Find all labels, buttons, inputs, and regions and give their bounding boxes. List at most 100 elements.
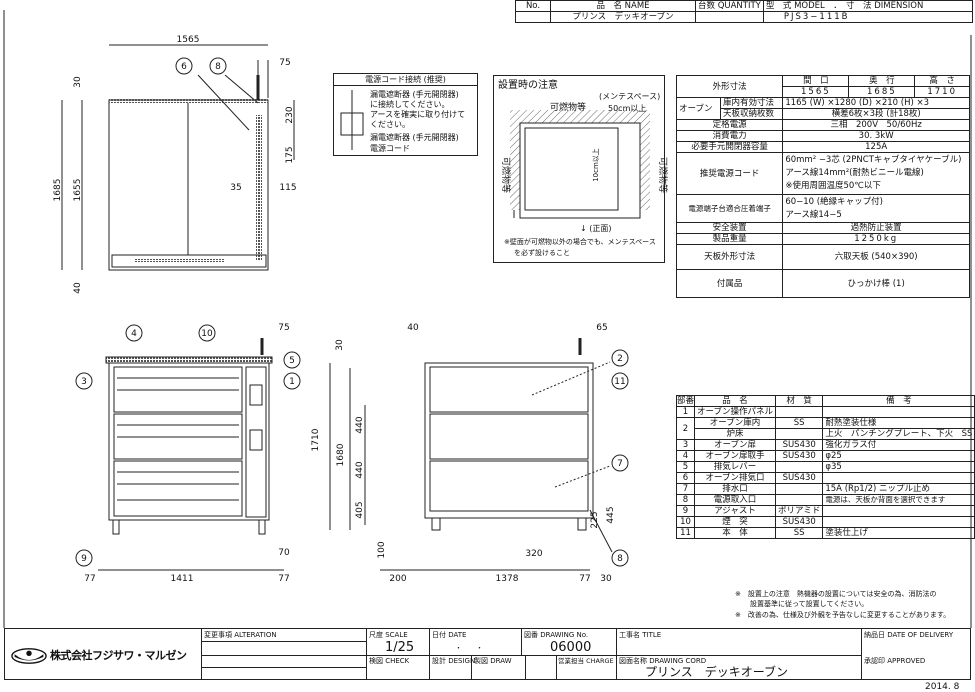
breaker-label: 必要手元開閉器容量 [675, 141, 784, 153]
part-remarks [822, 505, 975, 517]
dim-top-width: 1565 [177, 35, 200, 45]
power-value: 三相 200V 50/60Hz [782, 119, 970, 131]
side-view [329, 338, 613, 571]
dim-top-30: 30 [73, 76, 83, 88]
charge-label: 営業担当 CHARGE [558, 657, 614, 665]
part-name: 排水口 [694, 483, 777, 495]
part-material [775, 494, 824, 506]
dim-side-320: 320 [525, 549, 542, 559]
part-material [775, 406, 824, 418]
inner-dim-label: 庫内有効寸法 [719, 97, 784, 109]
part-no: 9 [675, 505, 696, 517]
part-no: 5 [675, 461, 696, 473]
qty-label: 台数 QUANTITY [695, 0, 764, 12]
parts-header-remarks: 備 考 [822, 395, 975, 407]
dim-top-115: 115 [279, 183, 296, 193]
part-remarks [822, 516, 975, 528]
dim-front-77-right: 77 [278, 574, 289, 584]
part-name: オーブン扉 [694, 439, 777, 451]
drawing-cord-value: プリンス デッキオーブン [645, 665, 789, 679]
clearance-10h-label: 10cm以上 [537, 203, 571, 211]
part-material: SUS430 [775, 516, 824, 528]
part-no: 1 [675, 406, 696, 418]
balloon-9: 9 [81, 554, 87, 564]
balloon-1: 1 [289, 377, 295, 387]
dim-top-175: 175 [285, 146, 295, 163]
weight-label: 製品重量 [675, 233, 784, 245]
note-1: ※ 設置上の注意 熱機器の設置については安全の為、消防法の [735, 590, 937, 598]
balloon-3: 3 [81, 377, 87, 387]
part-no: 6 [675, 472, 696, 484]
balloon-4: 4 [131, 329, 137, 339]
part-material: SUS430 [775, 450, 824, 462]
design-label: 設計 DESIGN [432, 657, 476, 665]
installation-note-box: 設置時の注意 (メンテスペース) 可燃物等 50cm以上 10cm以上 ↓ (正… [493, 75, 665, 263]
issue-date: 2014. 8 [925, 682, 960, 692]
cord-line-1: 60mm² −3芯 (2PNCTキャブタイヤケーブル) [785, 155, 962, 165]
company-name: 株式会社フジサワ・マルゼン [50, 649, 187, 662]
dim-side-30-bottom: 30 [600, 574, 612, 584]
balloon-5: 5 [289, 356, 295, 366]
front-label: ↓ (正面) [580, 224, 612, 233]
dim-side-30: 30 [335, 339, 345, 351]
flammable-top-label: 可燃物等 [550, 103, 587, 113]
plate-label: 天板外形寸法 [675, 244, 784, 270]
power-label: 定格電源 [675, 119, 784, 131]
terminal-line-2: アース線14−5 [785, 209, 842, 220]
height-label: 高 さ [914, 75, 970, 87]
part-no: 8 [675, 494, 696, 506]
note-1b: 設置基準に従って設置してください。 [750, 600, 869, 608]
name-label: 品 名 NAME [550, 0, 696, 12]
part-material: SUS430 [775, 472, 824, 484]
part-name: 排気レバー [694, 461, 777, 473]
safety-label: 安全装置 [675, 222, 784, 234]
dim-label: ． 寸 法 DIMENSION [833, 1, 924, 11]
balloon-7: 7 [617, 459, 623, 469]
terminal-value: 60−10 (絶縁キャップ付) アース線14−5 [782, 194, 970, 223]
check-label: 検図 CHECK [369, 657, 410, 665]
dim-front-75: 75 [278, 323, 289, 333]
weight-value: 1250kg [782, 233, 970, 245]
safety-value: 過熱防止装置 [782, 222, 970, 234]
clearance-50-label: 50cm以上 [608, 104, 647, 113]
product-name: プリンス デッキオーブン [550, 11, 696, 23]
dim-front-77-left: 77 [84, 574, 95, 584]
dim-side-1378: 1378 [496, 574, 519, 584]
parts-header-no: 部番 [675, 395, 696, 407]
install-note-2: を必ず設けること [514, 249, 570, 257]
no-label: No. [515, 0, 551, 12]
part-remarks: φ35 [822, 461, 975, 473]
oven-label: オーブン [676, 97, 721, 120]
part-material: ポリアミド [775, 505, 824, 517]
part-remarks: 15A (Rp1/2) ニップル止め [822, 483, 975, 495]
date-label: 日付 DATE [432, 631, 467, 639]
height-value: 1710 [914, 86, 970, 98]
cord-connection-box: 電源コード接続 (推奨) 漏電遮断器 (手元開閉器) に接続してください。 アー… [333, 73, 478, 156]
part-name: 炉床 [694, 428, 777, 440]
width-label: 間 口 [782, 75, 850, 87]
dim-front-1411: 1411 [171, 574, 194, 584]
dim-side-100: 100 [377, 541, 387, 558]
balloon-8-side: 8 [617, 554, 623, 564]
part-material [775, 483, 824, 495]
terminal-line-1: 60−10 (絶縁キャップ付) [785, 196, 883, 207]
consumption-value: 30. 3kW [782, 130, 970, 142]
cord-text-1: 漏電遮断器 (手元開閉器) [370, 90, 459, 99]
cord-value: 60mm² −3芯 (2PNCTキャブタイヤケーブル)アース線14mm²(耐熱ビ… [782, 152, 970, 195]
install-title: 設置時の注意 [498, 80, 558, 91]
company-logo: 株式会社フジサワ・マルゼン [11, 647, 187, 665]
plate-value: 六取天板 (540×390) [782, 244, 970, 270]
dim-top-75: 75 [279, 58, 290, 68]
